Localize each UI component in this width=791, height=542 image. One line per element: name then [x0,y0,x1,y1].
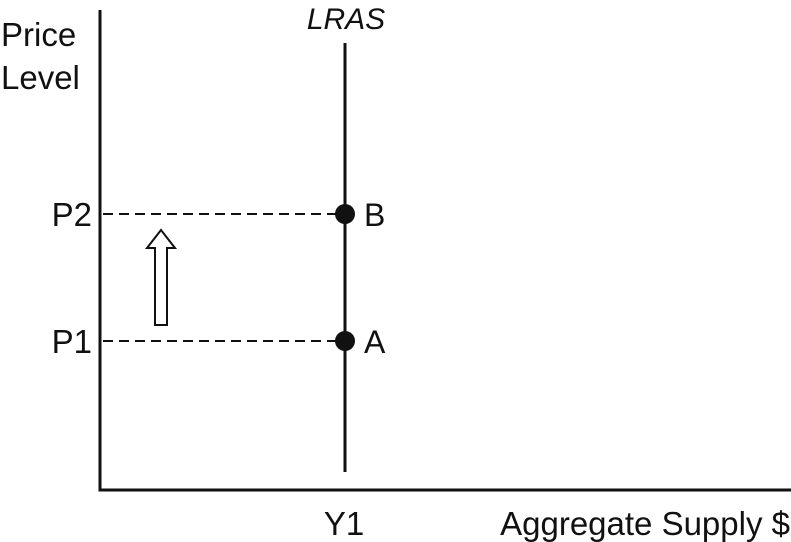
point-b [335,204,355,224]
tick-p1: P1 [52,323,92,360]
up-arrow-icon [144,228,178,326]
x-axis-title: Aggregate Supply $ [500,505,790,542]
point-a [335,331,355,351]
point-a-label: A [364,324,386,360]
lras-label: LRAS [307,3,385,36]
y-axis-title-line1: Price [1,16,76,53]
tick-y1: Y1 [324,505,364,542]
point-b-label: B [364,197,385,233]
y-axis-title-line2: Level [1,59,80,96]
tick-p2: P2 [52,196,92,233]
